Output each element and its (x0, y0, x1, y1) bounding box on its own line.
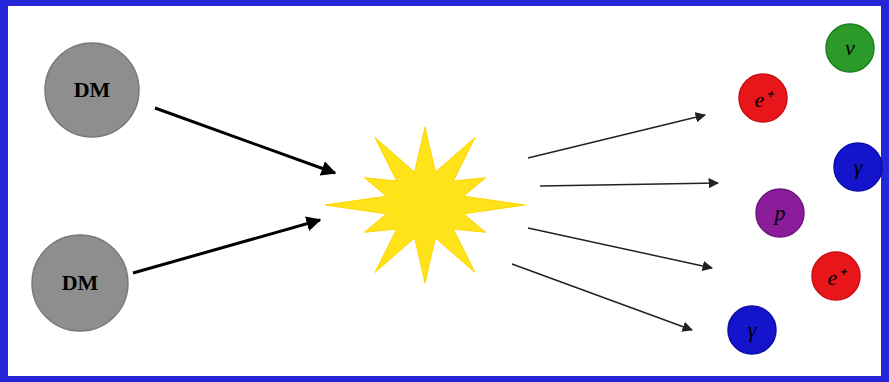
particle-disc (728, 306, 776, 354)
particle-disc (826, 24, 874, 72)
positron-particle: e⁺ (811, 251, 861, 301)
starburst (325, 127, 525, 283)
positron-particle: e⁺ (738, 73, 788, 123)
particle-label: e⁺ (828, 261, 845, 291)
particle-label: DM (74, 77, 111, 103)
photon-particle: γ (833, 142, 883, 192)
outgoing-arrow (512, 264, 692, 330)
particle-disc (32, 235, 128, 331)
outgoing-arrow (540, 183, 718, 186)
particle-label: p (775, 200, 786, 226)
photon-particle: γ (727, 305, 777, 355)
particle-label: e⁺ (755, 83, 772, 113)
neutrino-particle: ν (825, 23, 875, 73)
dark-matter-particle: DM (44, 42, 140, 138)
particle-disc (739, 74, 787, 122)
outgoing-arrow (528, 228, 712, 268)
particle-label: γ (748, 317, 757, 343)
particle-disc (812, 252, 860, 300)
particle-label: γ (854, 154, 863, 180)
dark-matter-particle: DM (31, 234, 129, 332)
outgoing-arrow (528, 115, 705, 158)
particle-disc (45, 43, 139, 137)
particle-disc (834, 143, 882, 191)
proton-particle: p (755, 188, 805, 238)
incoming-arrow (155, 108, 335, 173)
particle-label: ν (845, 35, 855, 61)
incoming-arrow (133, 220, 320, 273)
particle-disc (756, 189, 804, 237)
particle-label: DM (62, 270, 99, 296)
